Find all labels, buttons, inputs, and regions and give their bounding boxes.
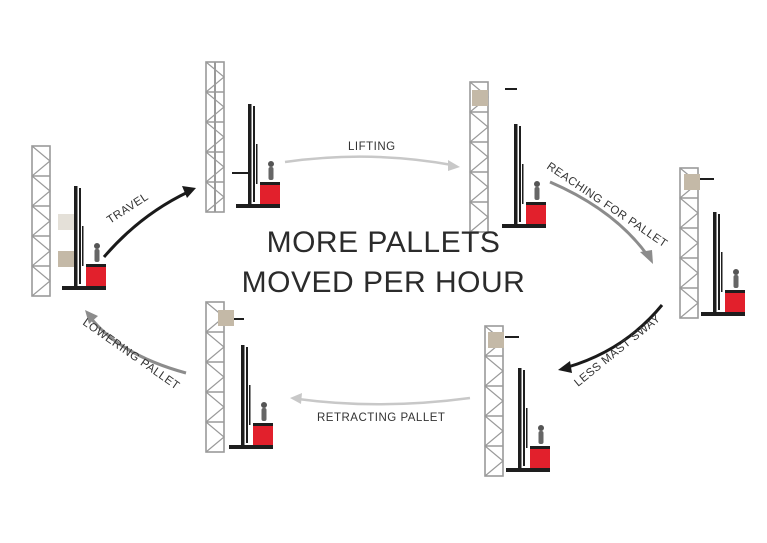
arrow-mast-sway <box>558 304 664 373</box>
title-line-2: MOVED PER HOUR <box>241 266 526 299</box>
truck-lowering <box>205 301 273 453</box>
arrow-lowering <box>85 310 187 375</box>
truck-retracting <box>484 325 550 477</box>
truck-mast-sway <box>679 167 745 319</box>
truck-travel <box>31 145 106 297</box>
arrow-retracting <box>290 393 471 406</box>
arrow-reaching <box>549 180 653 264</box>
label-mast-sway: LESS MAST SWAY <box>572 313 663 390</box>
label-travel: TRAVEL <box>105 191 151 227</box>
title-line-1: MORE PALLETS <box>266 226 501 259</box>
label-lowering: LOWERING PALLET <box>80 317 181 393</box>
label-lifting: LIFTING <box>348 141 396 153</box>
arrow-travel <box>102 186 196 258</box>
truck-lifting <box>205 61 280 213</box>
truck-reaching <box>469 81 546 233</box>
arrow-lifting <box>284 155 460 171</box>
label-retracting: RETRACTING PALLET <box>317 412 445 424</box>
